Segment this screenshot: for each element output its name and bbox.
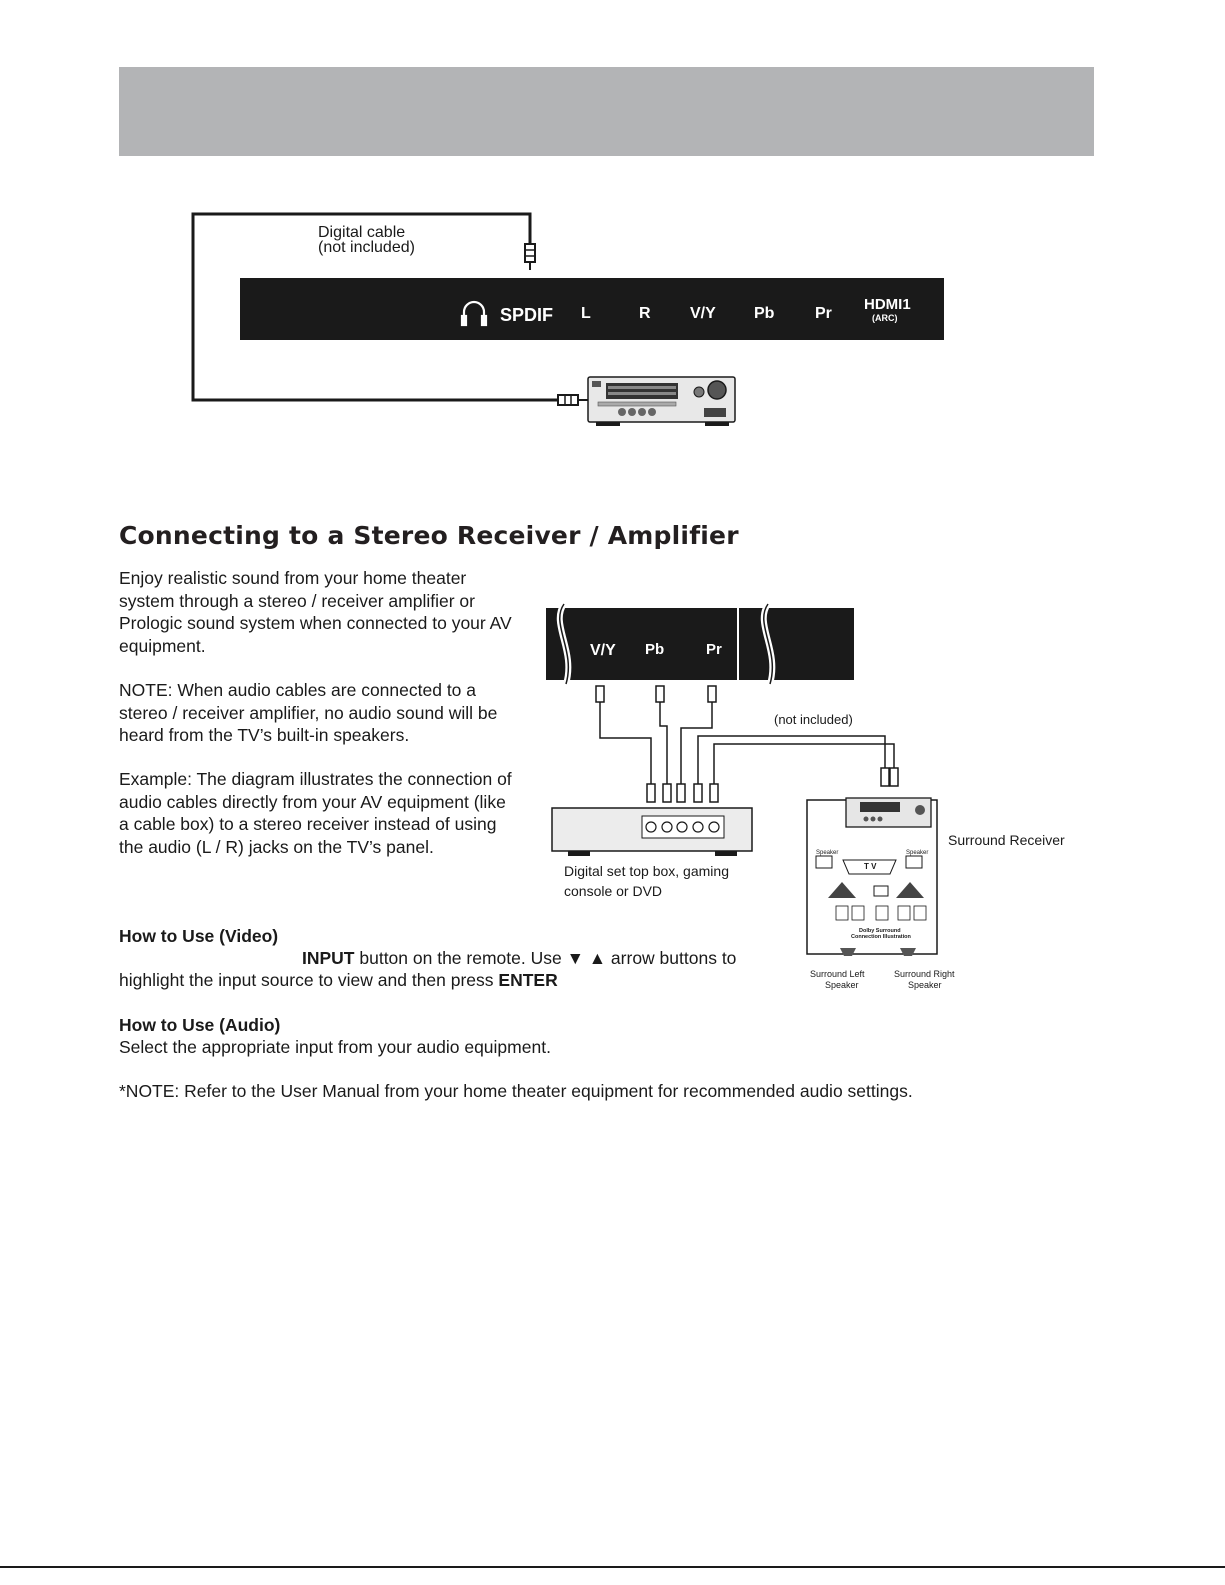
panel-plugs bbox=[595, 685, 717, 703]
surround-connection-diagram: V/Y Pb Pr (not included) Digital set top… bbox=[546, 602, 1065, 990]
audio-heading: How to Use (Audio) bbox=[119, 1015, 281, 1035]
surround-left-label-1: Surround Left bbox=[810, 969, 865, 979]
audio-text: Select the appropriate input from your a… bbox=[119, 1037, 551, 1057]
example-paragraph: Example: The diagram illustrates the con… bbox=[119, 769, 512, 857]
digital-cable-line bbox=[191, 212, 560, 402]
video-line-2: highlight the input source to view and t… bbox=[119, 970, 558, 991]
box-plugs bbox=[646, 783, 719, 803]
tv-icon-label: T V bbox=[864, 862, 877, 871]
surround-left-label-2: Speaker bbox=[825, 980, 859, 990]
dolby-label-2: Connection Illustration bbox=[851, 934, 912, 940]
port-l: L bbox=[581, 305, 591, 322]
set-top-box bbox=[551, 807, 753, 856]
surround-right-label-2: Speaker bbox=[908, 980, 942, 990]
tv-side-panel bbox=[240, 278, 944, 340]
video-line-1: INPUT button on the remote. Use ▼ ▲ arro… bbox=[302, 948, 736, 969]
cable-plug-top bbox=[524, 243, 536, 270]
surround-receiver-label: Surround Receiver bbox=[948, 832, 1065, 848]
spdif-connection-diagram: Digital cable (not included) SPDIF L R V… bbox=[191, 212, 944, 426]
cable-not-included: (not included) bbox=[774, 712, 853, 727]
intro-paragraph: Enjoy realistic sound from your home the… bbox=[119, 568, 512, 656]
port-r: R bbox=[639, 305, 651, 322]
box-caption-1: Digital set top box, gaming bbox=[564, 863, 729, 879]
headphone-icon bbox=[460, 300, 488, 327]
port-vy: V/Y bbox=[690, 305, 716, 322]
port-spdif: SPDIF bbox=[500, 305, 553, 325]
panel-port-pb: Pb bbox=[645, 641, 664, 658]
video-audio-cables bbox=[599, 702, 895, 784]
section-title: Connecting to a Stereo Receiver / Amplif… bbox=[119, 521, 739, 550]
header-band bbox=[119, 67, 1094, 156]
note-paragraph: NOTE: When audio cables are connected to… bbox=[119, 680, 498, 745]
surround-right-label-1: Surround Right bbox=[894, 969, 955, 979]
cable-label-2: (not included) bbox=[318, 239, 415, 256]
cable-label-1: Digital cable bbox=[318, 224, 405, 241]
port-pb: Pb bbox=[754, 305, 775, 322]
input-word: INPUT bbox=[302, 948, 355, 968]
receiver-illustration bbox=[587, 376, 736, 426]
port-hdmi1: HDMI1 bbox=[864, 296, 911, 313]
surround-system-illustration: Speaker Speaker T V Dolby Surround Conne… bbox=[806, 797, 938, 956]
cable-plug-side bbox=[557, 394, 588, 406]
tv-panel-right bbox=[739, 608, 854, 680]
panel-port-pr: Pr bbox=[706, 641, 722, 658]
bottom-rule bbox=[0, 1566, 1225, 1568]
dolby-label-1: Dolby Surround bbox=[859, 928, 901, 934]
video-line-1-rest: button on the remote. Use ▼ ▲ arrow butt… bbox=[354, 948, 737, 968]
video-heading: How to Use (Video) bbox=[119, 926, 279, 946]
box-caption-2: console or DVD bbox=[564, 883, 662, 899]
tv-panel-left bbox=[546, 608, 737, 680]
speaker-label-left: Speaker bbox=[816, 850, 838, 856]
video-line-2-start: highlight the input source to view and t… bbox=[119, 970, 499, 990]
port-hdmi-arc: (ARC) bbox=[872, 313, 898, 323]
port-pr: Pr bbox=[815, 305, 832, 322]
panel-port-vy: V/Y bbox=[590, 642, 616, 659]
enter-word: ENTER bbox=[498, 970, 558, 990]
receiver-plugs bbox=[880, 767, 899, 787]
footnote: *NOTE: Refer to the User Manual from you… bbox=[119, 1081, 913, 1101]
speaker-label-right: Speaker bbox=[906, 850, 928, 856]
